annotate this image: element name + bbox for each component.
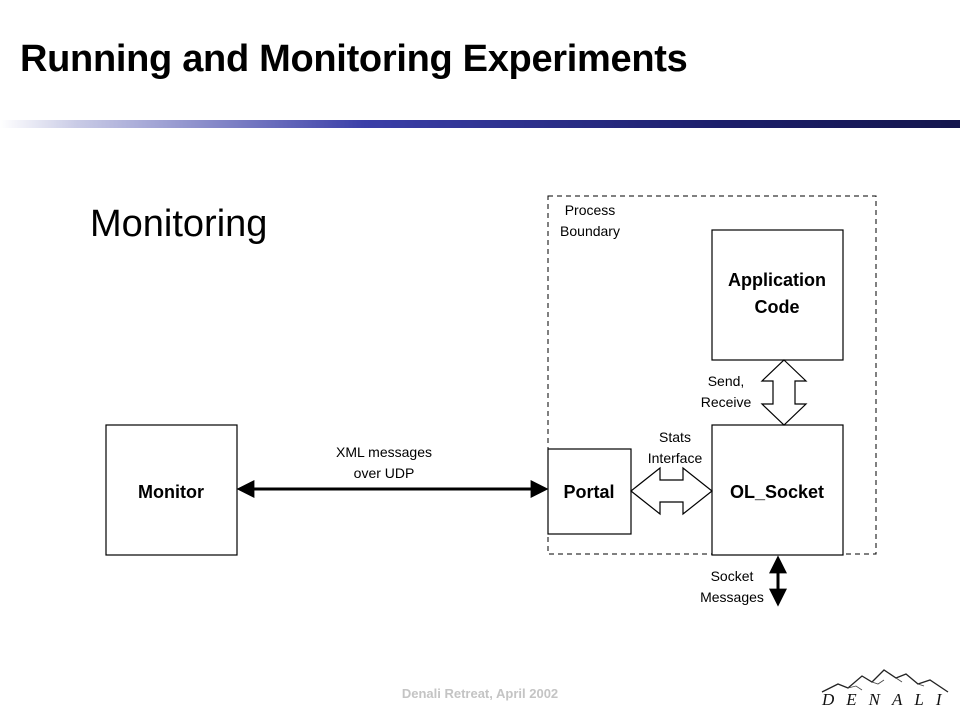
portal-label: Portal [563, 482, 614, 502]
title-rule [0, 120, 960, 128]
stats-interface-arrow [630, 466, 713, 516]
ol-socket-box [711, 424, 844, 556]
slide-title: Running and Monitoring Experiments [20, 38, 688, 80]
stats-interface-label-line1: Stats [659, 429, 691, 445]
socket-messages-label-line2: Messages [700, 589, 764, 605]
ol-socket-label: OL_Socket [730, 482, 824, 502]
monitor-label: Monitor [138, 482, 204, 502]
stats-interface-label-line2: Interface [648, 450, 703, 466]
process-boundary-label-line2: Boundary [560, 223, 620, 239]
socket-messages-label-line1: Socket [711, 568, 754, 584]
application-code-label-line1: Application [728, 270, 826, 290]
application-code-box [711, 229, 844, 361]
application-code-label-line2: Code [755, 297, 800, 317]
denali-logo-text: DENALI [822, 690, 954, 709]
denali-mountain-logo-icon [821, 669, 949, 693]
xml-messages-label-line2: over UDP [354, 465, 415, 481]
process-boundary-label-line1: Process [565, 202, 616, 218]
send-receive-label-line1: Send, [708, 373, 745, 389]
slide-footer: Denali Retreat, April 2002 [401, 686, 559, 701]
send-receive-arrow [760, 359, 808, 426]
xml-messages-label-line1: XML messages [336, 444, 432, 460]
monitor-box [105, 424, 238, 556]
send-receive-label-line2: Receive [701, 394, 752, 410]
diagram-heading: Monitoring [90, 203, 267, 245]
